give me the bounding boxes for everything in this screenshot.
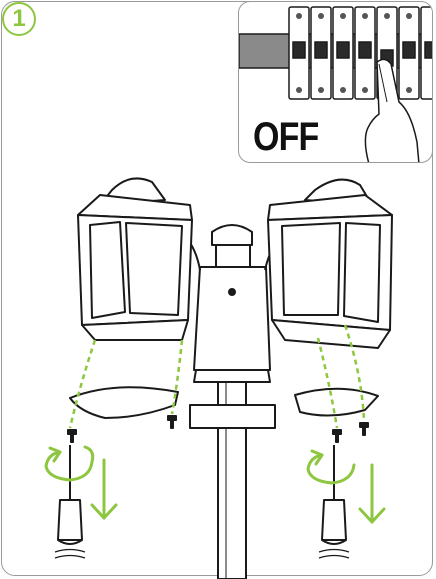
guide-line [343,324,366,422]
circuit-breaker-illustration [239,6,432,162]
hand-icon [364,58,420,162]
central-housing [193,224,271,383]
pole-collar [189,404,276,429]
rotate-arrow-icon [44,445,95,482]
rotate-arrow-icon [306,449,356,485]
screw-icon [67,415,369,443]
right-lantern [267,178,393,349]
left-bottom-panel [69,386,179,419]
off-label: OFF [253,115,319,159]
down-arrow-icon [90,458,118,520]
left-lantern [77,177,193,341]
guide-line [316,337,339,429]
guide-line [170,339,184,415]
left-screwdriver-icon [54,445,86,559]
right-screwdriver-icon [318,445,350,559]
breaker-inset: OFF [238,1,433,163]
step-number: 1 [12,5,26,32]
down-arrow-icon [358,463,386,524]
right-bottom-panel [294,387,379,417]
guide-line [68,339,97,429]
step-number-badge: 1 [2,2,36,36]
